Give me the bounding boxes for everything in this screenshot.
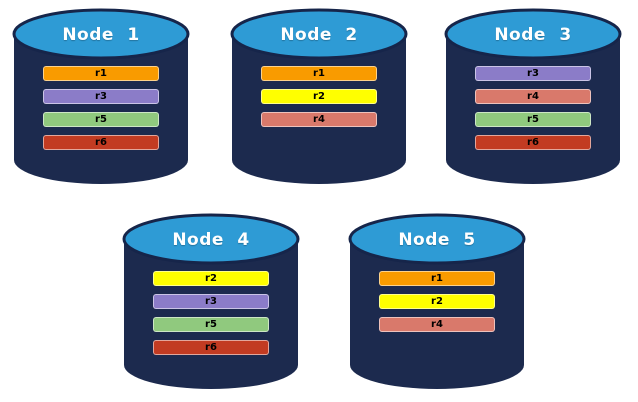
replica-bar-r5: r5	[43, 112, 159, 127]
replica-bar-r2: r2	[153, 271, 269, 286]
replica-bar-list: r1 r2 r4	[261, 66, 377, 135]
replica-bar-list: r3 r4 r5 r6	[475, 66, 591, 158]
replica-bar-r5: r5	[153, 317, 269, 332]
node-cylinder-3: Node 3 r3 r4 r5 r6	[444, 2, 622, 194]
replica-bar-list: r2 r3 r5 r6	[153, 271, 269, 363]
node-title: Node 3	[494, 25, 572, 45]
replica-bar-r1: r1	[379, 271, 495, 286]
replica-bar-r2: r2	[261, 89, 377, 104]
replica-label: r1	[95, 68, 107, 79]
replica-label: r4	[431, 319, 443, 330]
node-cylinder-2: Node 2 r1 r2 r4	[230, 2, 408, 194]
replica-bar-r1: r1	[43, 66, 159, 81]
cylinder-top-ellipse	[348, 213, 526, 265]
replica-bar-list: r1 r3 r5 r6	[43, 66, 159, 158]
replica-label: r4	[527, 91, 539, 102]
node-title: Node 2	[280, 25, 358, 45]
replica-label: r6	[205, 342, 217, 353]
replica-label: r5	[205, 319, 217, 330]
replica-label: r4	[313, 114, 325, 125]
replica-label: r3	[205, 296, 217, 307]
replica-bar-r2: r2	[379, 294, 495, 309]
replica-label: r1	[313, 68, 325, 79]
replica-label: r3	[527, 68, 539, 79]
replica-bar-r5: r5	[475, 112, 591, 127]
cylinder-top-ellipse	[230, 8, 408, 60]
cylinder-top-ellipse	[122, 213, 300, 265]
replica-label: r5	[527, 114, 539, 125]
replica-label: r6	[527, 137, 539, 148]
node-cylinder-5: Node 5 r1 r2 r4	[348, 207, 526, 399]
replica-bar-r3: r3	[475, 66, 591, 81]
replica-label: r3	[95, 91, 107, 102]
replica-label: r2	[431, 296, 443, 307]
replica-label: r2	[205, 273, 217, 284]
replica-label: r1	[431, 273, 443, 284]
node-cylinder-1: Node 1 r1 r3 r5 r6	[12, 2, 190, 194]
replica-bar-r4: r4	[379, 317, 495, 332]
node-title: Node 4	[172, 230, 250, 250]
replica-label: r5	[95, 114, 107, 125]
replica-bar-r6: r6	[43, 135, 159, 150]
replica-bar-r3: r3	[153, 294, 269, 309]
replica-bar-list: r1 r2 r4	[379, 271, 495, 340]
replica-bar-r4: r4	[261, 112, 377, 127]
replica-bar-r6: r6	[475, 135, 591, 150]
node-title: Node 5	[398, 230, 476, 250]
node-title: Node 1	[62, 25, 140, 45]
node-cylinder-4: Node 4 r2 r3 r5 r6	[122, 207, 300, 399]
replica-bar-r1: r1	[261, 66, 377, 81]
replica-bar-r3: r3	[43, 89, 159, 104]
replica-bar-r6: r6	[153, 340, 269, 355]
replica-bar-r4: r4	[475, 89, 591, 104]
replica-label: r6	[95, 137, 107, 148]
replica-label: r2	[313, 91, 325, 102]
cylinder-top-ellipse	[12, 8, 190, 60]
cylinder-top-ellipse	[444, 8, 622, 60]
